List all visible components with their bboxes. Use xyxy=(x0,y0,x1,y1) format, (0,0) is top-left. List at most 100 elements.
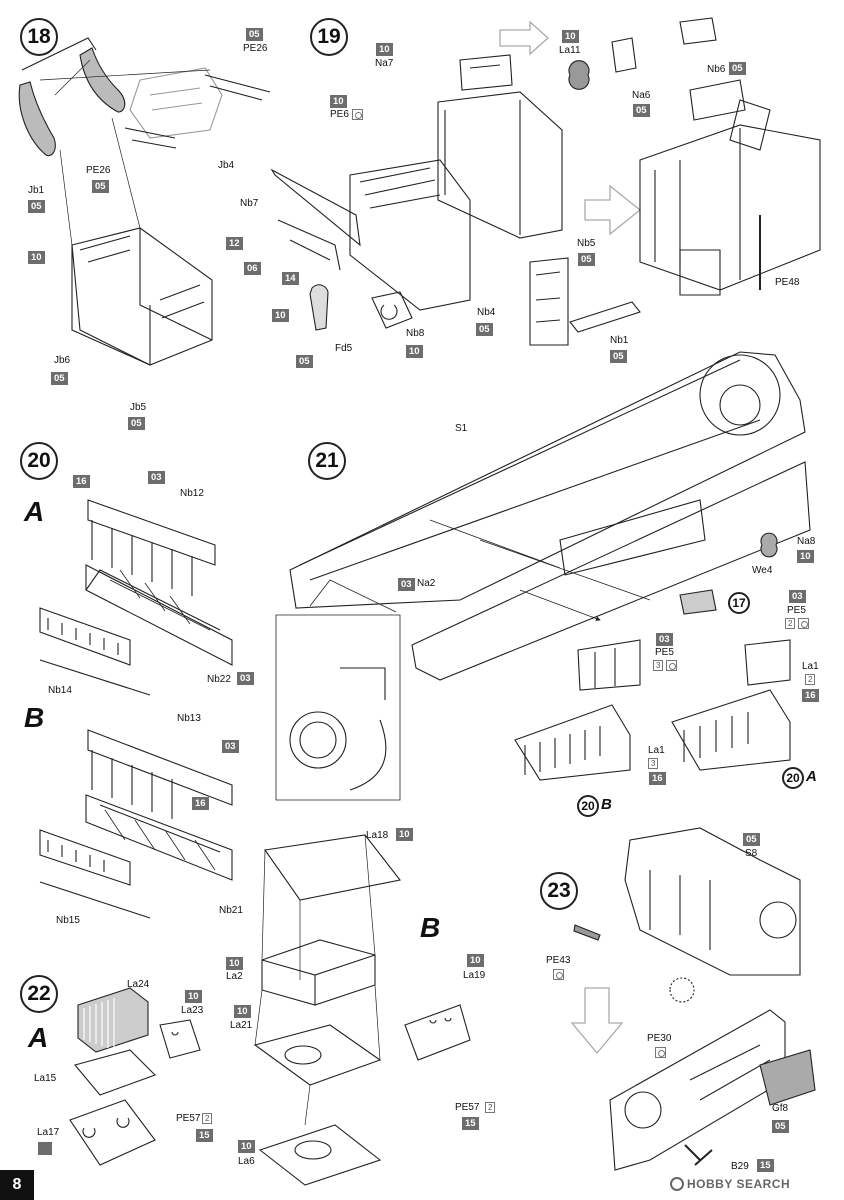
label-nb6: Nb6 xyxy=(707,64,726,75)
parts-count-ref: 3 xyxy=(648,758,659,769)
step-20-badge: 20 xyxy=(20,442,58,480)
label-pe48: PE48 xyxy=(775,277,800,288)
code-06: 06 xyxy=(244,262,261,275)
brand-logo-icon xyxy=(670,1177,684,1191)
code-05: 05 xyxy=(743,833,760,846)
code-05: 05 xyxy=(92,180,109,193)
code-05: 05 xyxy=(28,200,45,213)
code-03: 03 xyxy=(789,590,806,603)
photo-etch-icon xyxy=(666,660,677,671)
parts-count-ref: 2 xyxy=(805,674,816,685)
label-na2: Na2 xyxy=(417,578,436,589)
code-05: 05 xyxy=(633,104,650,117)
label-nb12: Nb12 xyxy=(180,488,204,499)
label-nb13: Nb13 xyxy=(177,713,201,724)
step23-drawing xyxy=(570,827,816,1171)
label-pe26: PE26 xyxy=(243,43,268,54)
ref-step-17: 17 xyxy=(728,592,750,614)
label-b29: B29 xyxy=(731,1161,749,1172)
photo-etch-icon xyxy=(352,109,363,120)
label-jb6: Jb6 xyxy=(54,355,71,366)
label-la18: La18 xyxy=(366,830,389,841)
code-10: 10 xyxy=(272,309,289,322)
label-la11: La11 xyxy=(559,45,581,56)
step22-drawing xyxy=(69,834,471,1186)
parts-count-ref: 2 xyxy=(485,1102,496,1113)
label-nb15: Nb15 xyxy=(56,915,80,926)
step20-drawing xyxy=(39,499,233,919)
code-05: 05 xyxy=(772,1120,789,1133)
label-pe30: PE30 xyxy=(647,1033,672,1044)
step21-drawing xyxy=(275,351,811,801)
step-21-badge: 21 xyxy=(308,442,346,480)
label-s1: S1 xyxy=(455,423,468,434)
label-gf8: Gf8 xyxy=(772,1103,789,1114)
code-05: 05 xyxy=(729,62,746,75)
code-15: 15 xyxy=(757,1159,774,1172)
variant-22a: A xyxy=(28,1022,49,1053)
label-la15: La15 xyxy=(34,1073,57,1084)
label-la21: La21 xyxy=(230,1020,253,1031)
step-18-badge: 18 xyxy=(20,18,58,56)
code-10 xyxy=(38,1142,52,1155)
code-05: 05 xyxy=(578,253,595,266)
label-na8: Na8 xyxy=(797,536,816,547)
label-la23: La23 xyxy=(181,1005,204,1016)
code-10: 10 xyxy=(406,345,423,358)
code-16: 16 xyxy=(192,797,209,810)
parts-count-ref: 2 xyxy=(202,1113,213,1124)
code-10: 10 xyxy=(797,550,814,563)
variant-20a: A xyxy=(24,496,45,527)
label-la6: La6 xyxy=(238,1156,255,1167)
label-we4: We4 xyxy=(752,565,773,576)
ref-step-20b: 20 xyxy=(577,795,599,817)
label-pe6: PE6 xyxy=(330,109,349,120)
page-number: 8 xyxy=(0,1170,34,1200)
code-03: 03 xyxy=(148,471,165,484)
step-23-badge: 23 xyxy=(540,872,578,910)
photo-etch-icon xyxy=(798,618,809,629)
code-15: 15 xyxy=(196,1129,213,1142)
label-jb4: Jb4 xyxy=(218,160,235,171)
code-10: 10 xyxy=(238,1140,255,1153)
label-nb1: Nb1 xyxy=(610,335,629,346)
label-nb5: Nb5 xyxy=(577,238,596,249)
label-la1: La1 xyxy=(648,745,665,756)
label-la1: La1 xyxy=(802,661,819,672)
label-la2: La2 xyxy=(226,971,243,982)
label-nb14: Nb14 xyxy=(48,685,72,696)
ref-step-20a: 20 xyxy=(782,767,804,789)
photo-etch-icon xyxy=(553,969,564,980)
code-03: 03 xyxy=(656,633,673,646)
label-fd5: Fd5 xyxy=(335,343,353,354)
label-jb5: Jb5 xyxy=(130,402,147,413)
step-22-badge: 22 xyxy=(20,975,58,1013)
label-nb7: Nb7 xyxy=(240,198,259,209)
label-pe57: PE57 xyxy=(455,1102,480,1113)
label-la24: La24 xyxy=(127,979,150,990)
label-nb21: Nb21 xyxy=(219,905,243,916)
label-nb22: Nb22 xyxy=(207,674,231,685)
label-jb1: Jb1 xyxy=(28,185,45,196)
code-12: 12 xyxy=(226,237,243,250)
code-16: 16 xyxy=(73,475,90,488)
code-03: 03 xyxy=(222,740,239,753)
code-16: 16 xyxy=(649,772,666,785)
code-05: 05 xyxy=(246,28,263,41)
code-16: 16 xyxy=(802,689,819,702)
code-10: 10 xyxy=(467,954,484,967)
label-na7: Na7 xyxy=(375,58,394,69)
label-la19: La19 xyxy=(463,970,486,981)
watermark-text: HOBBY SEARCH xyxy=(687,1177,791,1191)
code-10: 10 xyxy=(185,990,202,1003)
variant-20b: B xyxy=(24,702,45,733)
label-nb8: Nb8 xyxy=(406,328,425,339)
code-05: 05 xyxy=(610,350,627,363)
code-03: 03 xyxy=(398,578,415,591)
code-10: 10 xyxy=(226,957,243,970)
watermark: HOBBY SEARCH xyxy=(670,1177,840,1195)
label-la17: La17 xyxy=(37,1127,60,1138)
variant-22b: B xyxy=(420,912,441,943)
